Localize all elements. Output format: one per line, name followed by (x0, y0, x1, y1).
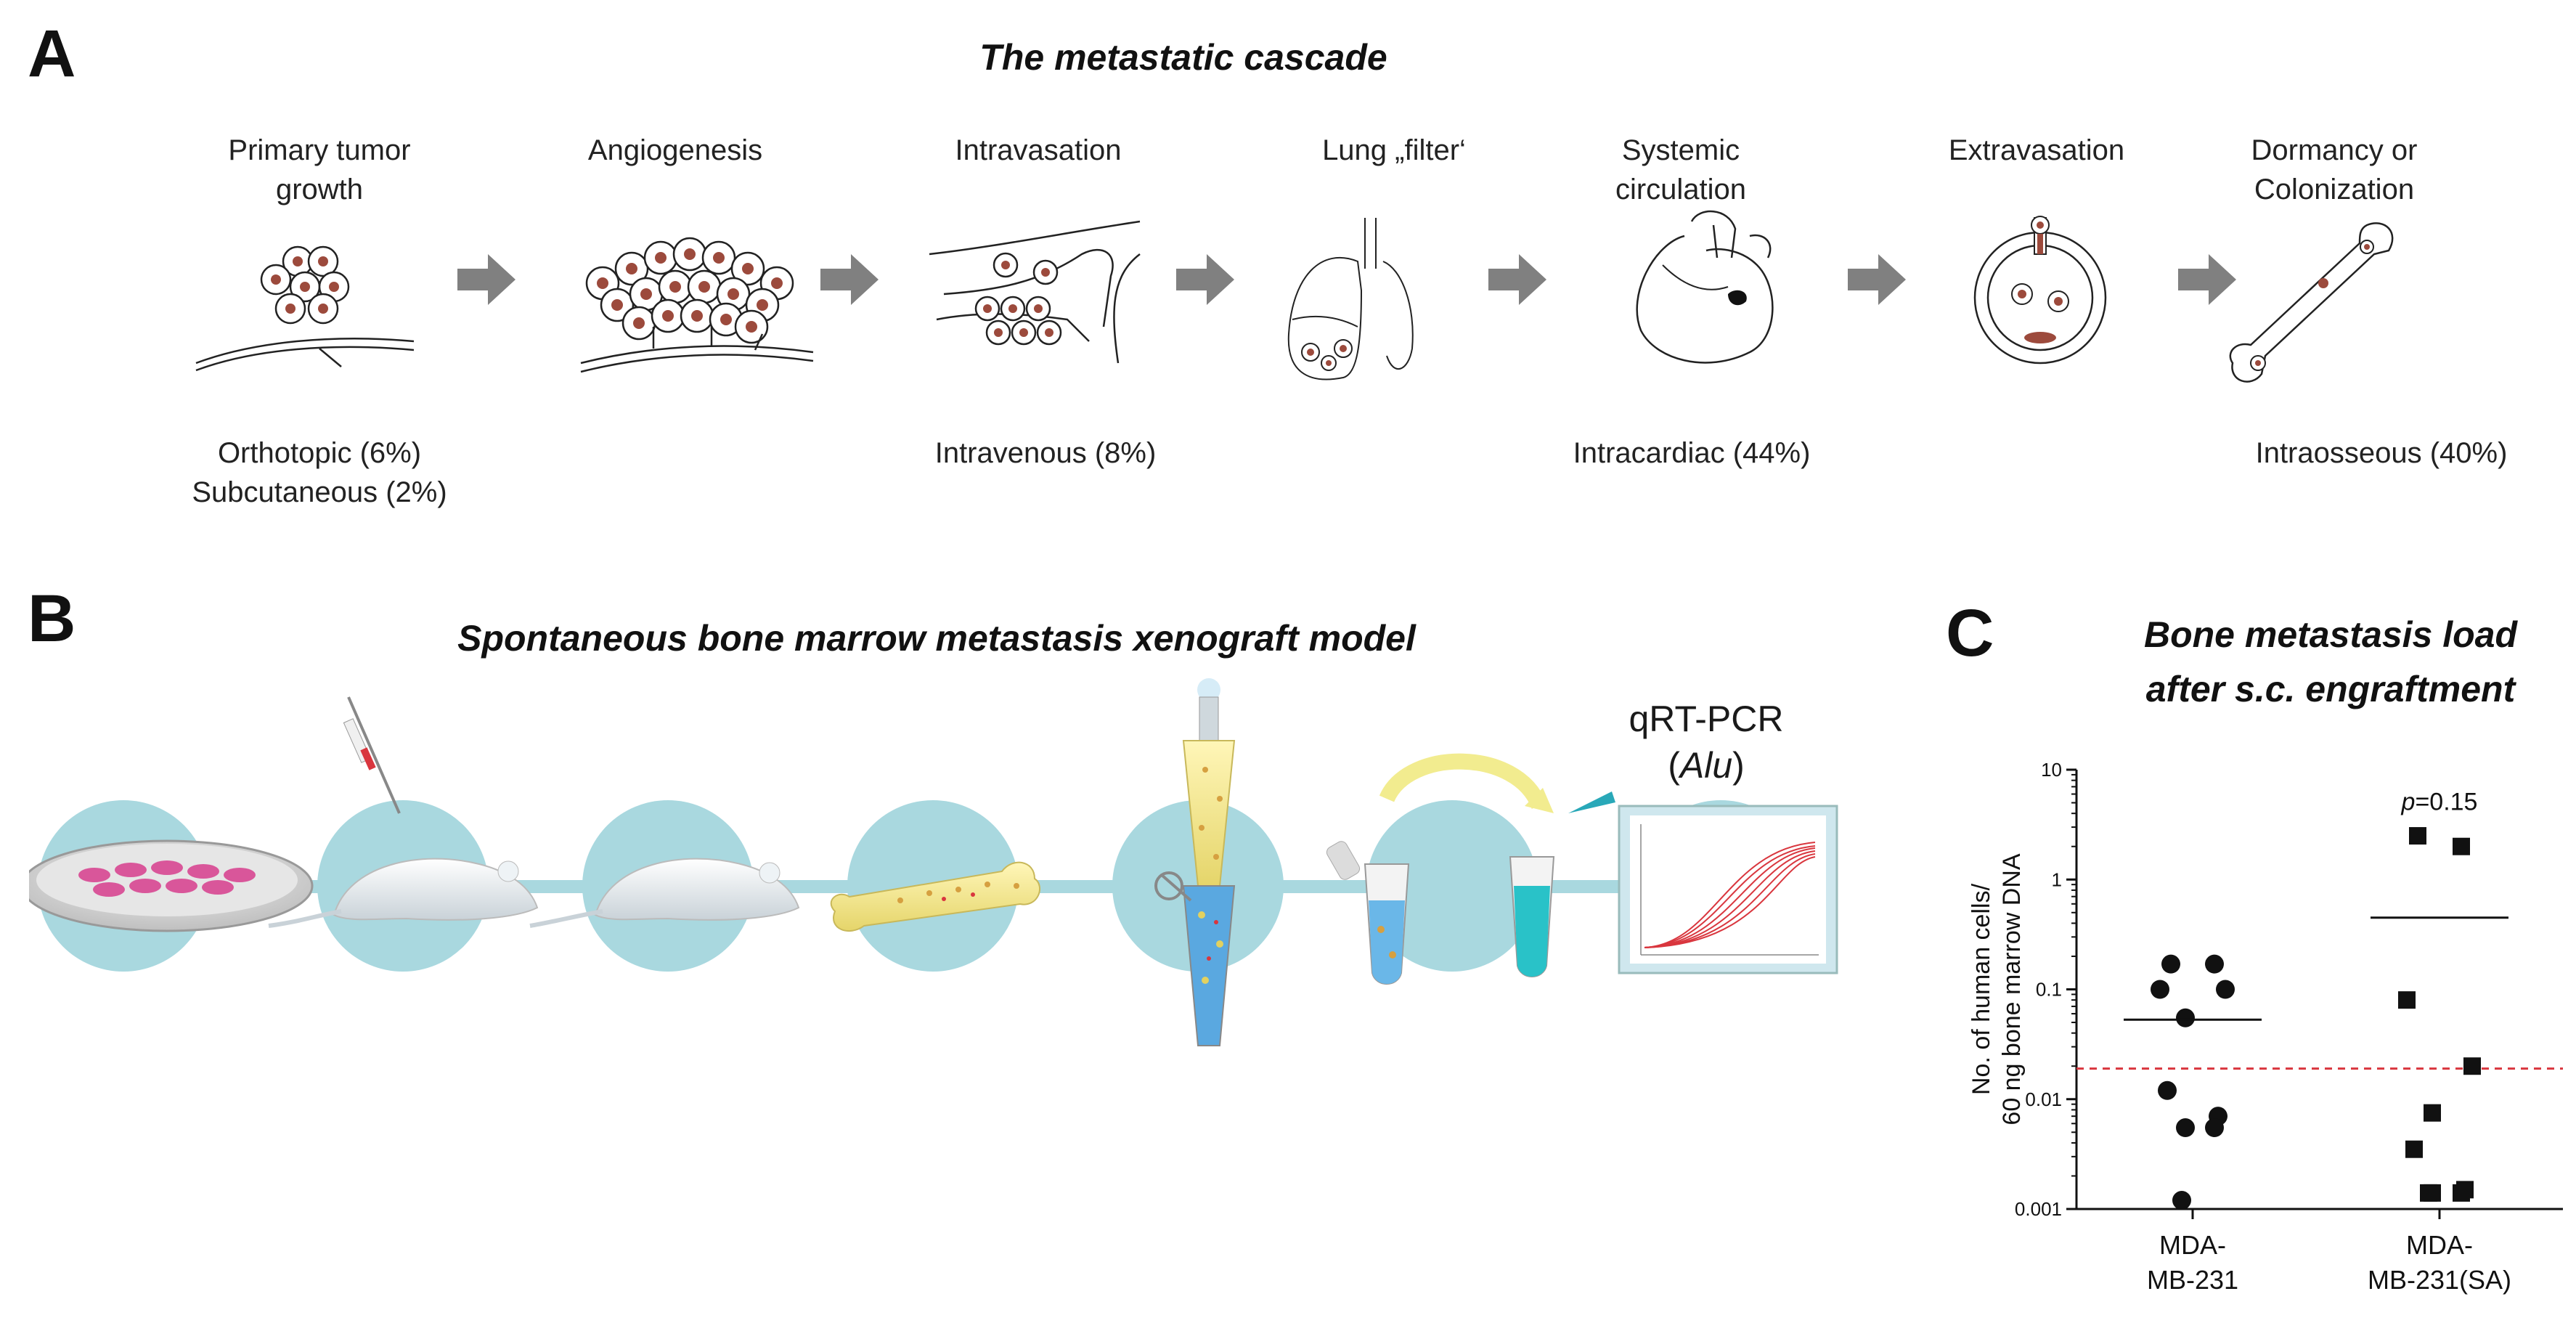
y-tick-label: 0.01 (2025, 1088, 2062, 1110)
route-label-intraosseous: Intraosseous (40%) (2255, 437, 2508, 469)
data-point-circle (2151, 980, 2169, 999)
step-label-dormancy: Dormancy or Colonization (2251, 134, 2418, 205)
x-category-label: MB-231 (2147, 1265, 2238, 1295)
cascade-arrow-6 (2178, 254, 2236, 305)
step-label-extravasation: Extravasation (1948, 134, 2125, 166)
data-point-circle (2205, 954, 2224, 974)
route-label-intracardiac: Intracardiac (44%) (1573, 437, 1811, 469)
femur-icon (830, 861, 1041, 932)
workflow-diagram (29, 678, 1838, 1046)
data-point-circle (2216, 980, 2235, 999)
panel-b-title: Spontaneous bone marrow metastasis xenog… (457, 618, 1416, 659)
y-axis-label-line1: No. of human cells/ (1968, 883, 1995, 1095)
bone-icon (2229, 222, 2394, 383)
step-label-intravasation: Intravasation (955, 134, 1122, 166)
bone-marrow-flush-icon (1154, 678, 1236, 1046)
step-label-lung-filter: Lung „filter‘ (1322, 134, 1466, 166)
dna-extraction-icon (1326, 753, 1615, 985)
cascade-arrow-4 (1488, 254, 1546, 305)
x-category-label: MDA- (2406, 1230, 2473, 1260)
data-point-circle (2205, 1118, 2224, 1138)
cascade-arrow-5 (1848, 254, 1906, 305)
data-point-square (2420, 1184, 2437, 1202)
data-point-square (2463, 1057, 2481, 1075)
y-tick-label: 1 (2052, 868, 2062, 890)
y-axis-label-line2: 60 ng bone marrow DNA (1998, 853, 2026, 1126)
data-point-circle (2172, 1191, 2191, 1210)
petri-dish-icon (29, 839, 314, 932)
mouse-icon (529, 858, 800, 928)
extravasation-icon (1973, 216, 2107, 365)
cascade-arrow-1 (457, 254, 515, 305)
heart-icon (1636, 210, 1774, 364)
qrt-pcr-text: qRT-PCR (1629, 699, 1784, 739)
data-point-square (2453, 1184, 2470, 1202)
alu-text: Alu (1679, 745, 1733, 786)
workflow-circle-6 (1366, 800, 1538, 972)
data-point-circle (2176, 1008, 2195, 1027)
cascade-arrow-3 (1176, 254, 1234, 305)
qpcr-monitor-icon (1618, 805, 1838, 974)
data-point-square (2424, 1104, 2441, 1122)
data-point-circle (2158, 1080, 2177, 1100)
qrt-pcr-label: qRT-PCR (Alu) (1629, 699, 1784, 786)
panel-a-title: The metastatic cascade (979, 37, 1387, 78)
route-label-intravenous: Intravenous (8%) (934, 437, 1157, 469)
panel-c-title-line2: after s.c. engraftment (2145, 669, 2516, 709)
data-point-square (2453, 837, 2470, 855)
data-point-square (2405, 1140, 2423, 1158)
cascade-arrow-2 (820, 254, 879, 305)
step-label-systemic-circulation: Systemic circulation (1615, 134, 1747, 205)
x-category-label: MB-231(SA) (2368, 1265, 2511, 1295)
panel-a-letter: A (28, 17, 76, 91)
primary-tumor-icon (195, 245, 415, 372)
route-label-orthotopic: Orthotopic (6%) Subcutaneous (2%) (192, 437, 447, 508)
data-point-circle (2176, 1118, 2195, 1138)
mouse-injection-icon (268, 696, 539, 928)
y-tick-label: 10 (2041, 759, 2062, 781)
panel-c-letter: C (1946, 596, 1994, 670)
step-label-angiogenesis: Angiogenesis (587, 134, 763, 166)
data-point-circle (2161, 954, 2180, 974)
step-label-primary-tumor: Primary tumor growth (228, 134, 411, 205)
data-point-square (2409, 827, 2426, 845)
y-tick-label: 0.001 (2015, 1198, 2062, 1220)
intravasation-icon (929, 220, 1141, 364)
p-value-annotation: p=0.15 (2401, 789, 2478, 816)
panel-c-title-line1: Bone metastasis load (2143, 614, 2518, 655)
panel-b-letter: B (28, 582, 76, 656)
data-point-square (2398, 991, 2416, 1009)
lung-icon (1287, 218, 1414, 380)
y-tick-label: 0.1 (2036, 979, 2062, 1001)
angiogenesis-icon (580, 237, 814, 373)
x-category-label: MDA- (2159, 1230, 2226, 1260)
